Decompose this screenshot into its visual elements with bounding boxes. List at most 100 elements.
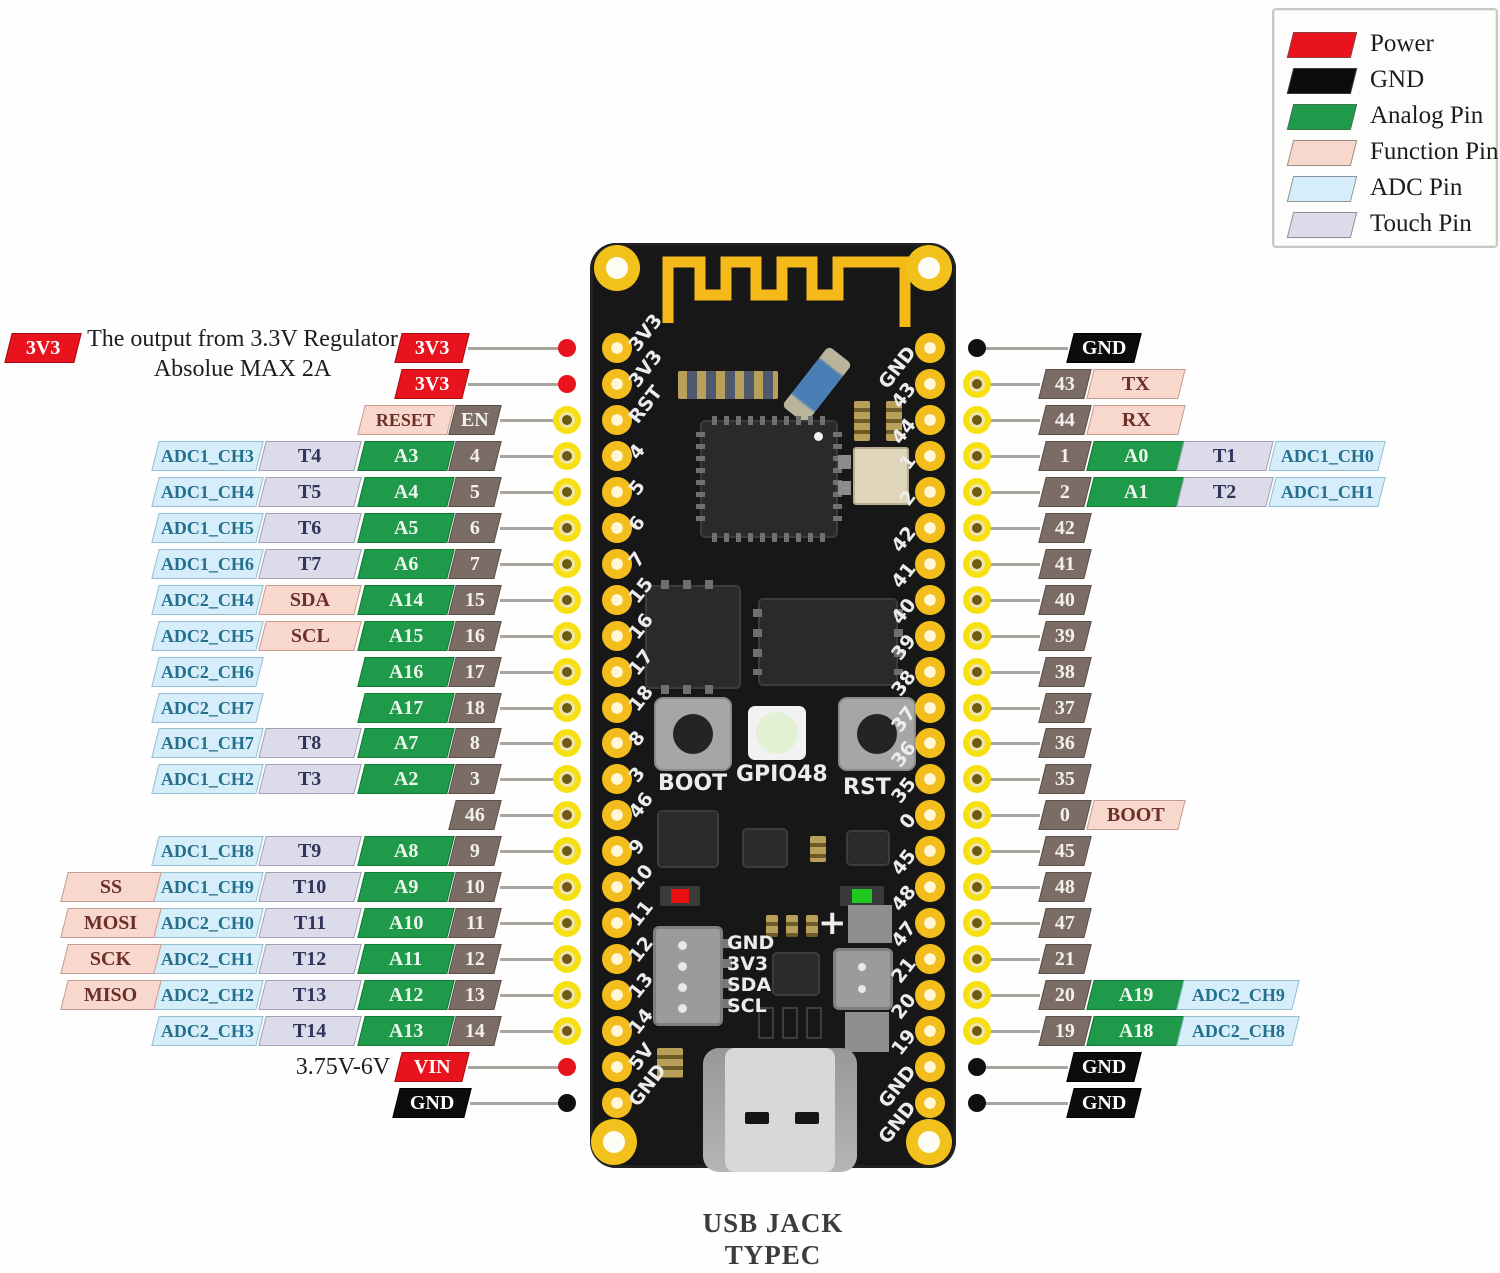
- note-line2: Absolue MAX 2A: [153, 356, 332, 382]
- pin-tag-39: 39: [1038, 621, 1092, 651]
- footprint: [806, 1007, 822, 1039]
- gpio-dot: [963, 945, 991, 973]
- pin-tag-a4: A4: [357, 477, 455, 507]
- pin-tag-15: 15: [448, 585, 502, 615]
- connector-line: [984, 491, 1040, 494]
- pin-tag-t1: T1: [1176, 441, 1274, 471]
- pin-tag-adc2_ch7: ADC2_CH7: [151, 693, 264, 723]
- board-pad: [915, 980, 945, 1010]
- gnd-dot: [968, 1058, 986, 1076]
- pin-tag-adc1_ch1: ADC1_CH1: [1268, 477, 1386, 507]
- gpio-dot: [963, 586, 991, 614]
- board-pad: [915, 836, 945, 866]
- pin-tag-t2: T2: [1176, 477, 1274, 507]
- vin-voltage-note: 3.75V-6V: [295, 1054, 391, 1080]
- pin-tag-miso: MISO: [60, 980, 162, 1010]
- gpio-dot: [553, 981, 581, 1009]
- capacitor: [854, 401, 870, 441]
- power-dot: [558, 375, 576, 393]
- gnd-dot: [558, 1094, 576, 1112]
- pin-tag-a3: A3: [357, 441, 455, 471]
- pin-tag-6: 6: [448, 513, 502, 543]
- board-pad: [602, 908, 632, 938]
- legend-item-gnd: GND: [1274, 66, 1496, 96]
- pcb-board: BOOT GPIO48 RST GND 3V3 SDA SCL: [590, 243, 956, 1172]
- board-pad: [915, 693, 945, 723]
- pin-tag-a0: A0: [1086, 441, 1186, 471]
- board-pad: [915, 513, 945, 543]
- connector-line: [984, 707, 1040, 710]
- board-pad: [915, 405, 945, 435]
- note-line1: The output from 3.3V Regulator: [87, 326, 398, 352]
- pin-tag-t3: T3: [258, 764, 362, 794]
- gpio-dot: [963, 801, 991, 829]
- board-pad: [915, 621, 945, 651]
- note-3v3-tag: 3V3: [4, 333, 82, 363]
- antenna-trace: [662, 256, 911, 327]
- ic-chip: [846, 830, 890, 866]
- mounting-hole: [906, 245, 952, 291]
- connector-line: [984, 742, 1040, 745]
- connector-line: [500, 491, 562, 494]
- gnd-dot: [968, 1094, 986, 1112]
- board-pad: [915, 657, 945, 687]
- connector-line: [500, 635, 562, 638]
- mounting-hole: [594, 245, 640, 291]
- pin-tag-t7: T7: [258, 549, 362, 579]
- usb-caption-line1: USB JACK: [702, 1208, 844, 1238]
- capacitor: [657, 1048, 683, 1078]
- legend-label: GND: [1370, 66, 1425, 93]
- reset-button[interactable]: [838, 697, 916, 771]
- pin-tag-a6: A6: [357, 549, 455, 579]
- connector-line: [470, 1102, 562, 1105]
- gpio-dot: [963, 873, 991, 901]
- analog-swatch: [1286, 104, 1358, 130]
- pin-tag-t8: T8: [258, 728, 362, 758]
- mounting-hole: [906, 1119, 952, 1165]
- boot-button[interactable]: [654, 697, 732, 771]
- pin-tag-scl: SCL: [258, 621, 362, 651]
- battery-plus-silkscreen: +: [818, 903, 847, 943]
- board-pad: [602, 728, 632, 758]
- power-dot: [558, 1058, 576, 1076]
- connector-line: [984, 1030, 1040, 1033]
- connector-line: [500, 958, 562, 961]
- pin-tag-t11: T11: [258, 908, 362, 938]
- pin-tag-adc1_ch0: ADC1_CH0: [1268, 441, 1386, 471]
- pin-tag-reset: RESET: [357, 405, 455, 435]
- board-pad: [602, 1052, 632, 1082]
- pin-tag-adc1_ch5: ADC1_CH5: [151, 513, 264, 543]
- gpio-dot: [553, 622, 581, 650]
- pin-tag-adc2_ch9: ADC2_CH9: [1176, 980, 1300, 1010]
- board-pad: [602, 980, 632, 1010]
- board-pad: [602, 1088, 632, 1118]
- board-pad: [915, 585, 945, 615]
- gpio-dot: [963, 622, 991, 650]
- board-pad: [602, 836, 632, 866]
- connector-line: [500, 742, 562, 745]
- flash-chip: [753, 598, 903, 686]
- pin-tag-adc2_ch1: ADC2_CH1: [151, 944, 264, 974]
- usb-c-jack[interactable]: [703, 1048, 857, 1172]
- pin-tag-adc2_ch6: ADC2_CH6: [151, 657, 264, 687]
- pin-tag-44: 44: [1038, 405, 1092, 435]
- charger-ic: [772, 952, 820, 996]
- connector-line: [984, 347, 1068, 350]
- gpio-dot: [963, 658, 991, 686]
- legend-item-analog: Analog Pin: [1274, 102, 1496, 132]
- connector-line: [500, 850, 562, 853]
- pin-tag-1: 1: [1038, 441, 1092, 471]
- capacitor: [806, 915, 818, 937]
- board-pad: [602, 369, 632, 399]
- pin-tag-41: 41: [1038, 549, 1092, 579]
- connector-line: [500, 922, 562, 925]
- gnd-swatch: [1286, 68, 1358, 94]
- connector-line: [984, 1066, 1068, 1069]
- connector-line: [984, 814, 1040, 817]
- adc-swatch: [1286, 176, 1358, 202]
- gpio-dot: [553, 694, 581, 722]
- pin-tag-43: 43: [1038, 369, 1092, 399]
- gpio-dot: [553, 801, 581, 829]
- pin-tag-0: 0: [1038, 800, 1092, 830]
